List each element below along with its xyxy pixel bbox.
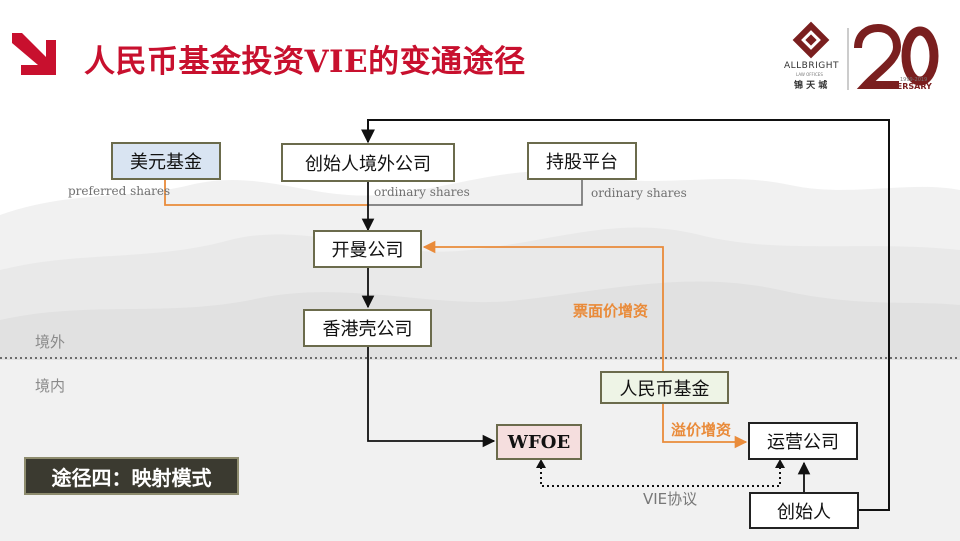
preferred-shares-label: preferred shares	[68, 184, 171, 198]
wfoe-node: WFOE	[496, 424, 582, 460]
logo-cn: 锦 天 城	[794, 81, 828, 91]
platform-shares-line	[368, 180, 583, 206]
anniversary-20-icon	[854, 23, 939, 89]
cayman-node: 开曼公司	[313, 230, 422, 268]
vie-agreement-label: VIE协议	[643, 490, 698, 508]
rmb-fund-node: 人民币基金	[600, 371, 729, 404]
founder-offshore-node: 创始人境外公司	[281, 143, 455, 182]
preferred-shares-line	[164, 180, 368, 206]
hk-to-wfoe-line	[367, 347, 496, 448]
logo-brand: ALLBRIGHT	[784, 61, 840, 71]
premium-increase-label: 溢价增资	[671, 421, 732, 439]
founder-loop-line	[361, 119, 890, 511]
vie-agreement-line	[540, 462, 781, 487]
usd-fund-node: 美元基金	[111, 142, 221, 180]
logo-anniversary: ANNIVERSARY	[868, 82, 932, 91]
par-increase-label: 票面价增资	[573, 302, 649, 320]
route-badge: 途径四：映射模式	[24, 457, 239, 495]
allbright-logo-icon	[792, 21, 849, 90]
hk-shell-node: 香港壳公司	[303, 309, 432, 347]
title-arrow-icon	[12, 33, 56, 75]
opco-node: 运营公司	[748, 422, 858, 460]
mountain-background	[0, 170, 960, 541]
ordinary-shares-label-1: ordinary shares	[374, 185, 470, 199]
premium-increase-line	[662, 403, 748, 449]
onshore-label: 境内	[35, 377, 66, 395]
ordinary-shares-label-2: ordinary shares	[591, 186, 687, 200]
page-title: 人民币基金投资VIE的变通途径	[84, 44, 526, 80]
holding-platform-node: 持股平台	[527, 142, 637, 180]
par-increase-line	[422, 240, 664, 371]
offshore-label: 境外	[35, 333, 66, 351]
connectors	[164, 119, 890, 511]
founder-node: 创始人	[749, 492, 859, 529]
logo-years: 1999-2019	[900, 77, 928, 83]
logo-sub: LAW OFFICES	[796, 72, 823, 77]
